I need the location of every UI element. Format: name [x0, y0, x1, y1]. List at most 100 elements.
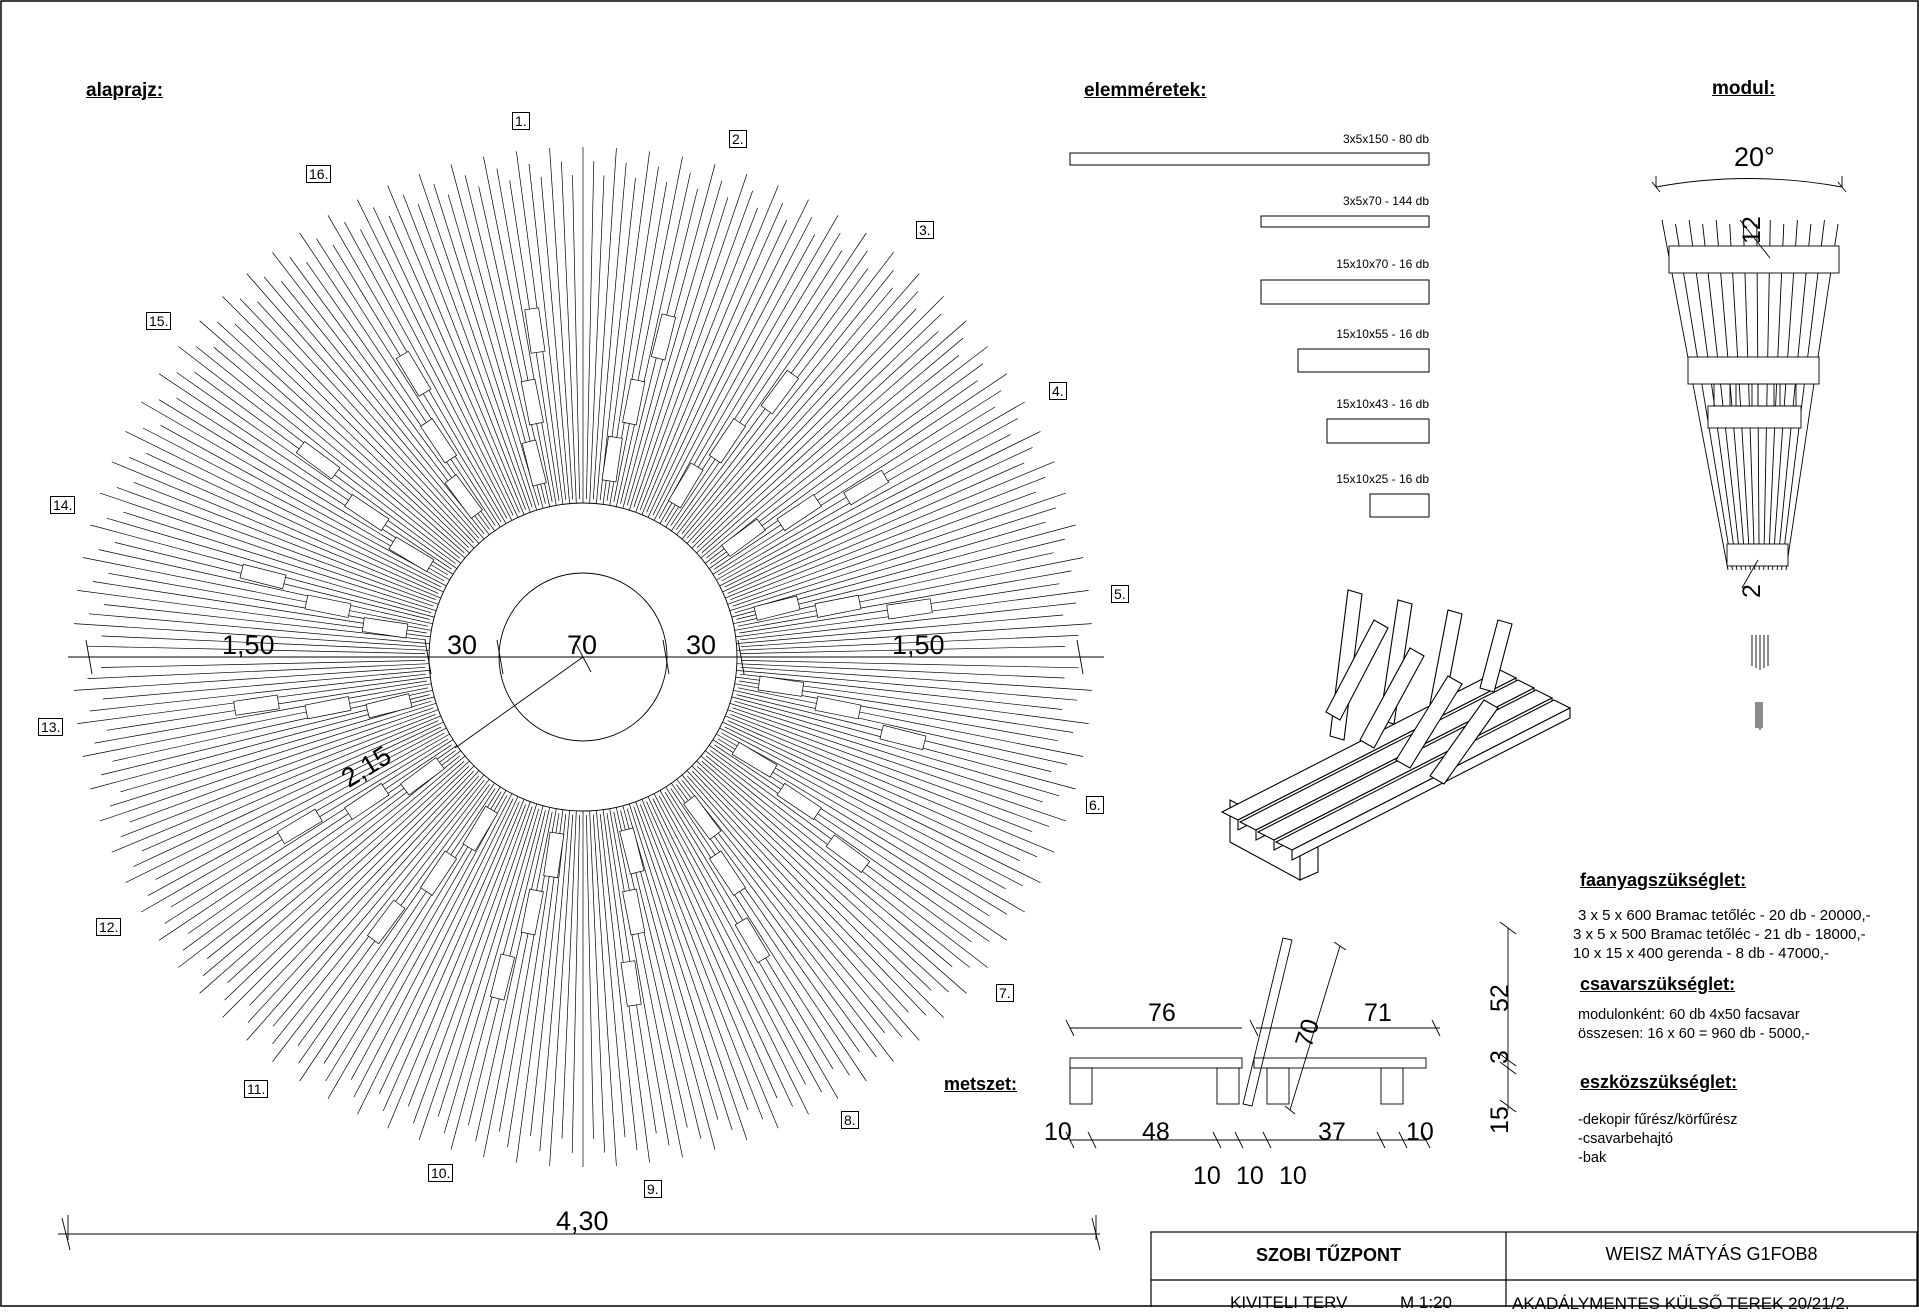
ring-slat [736, 614, 1064, 644]
ring-slat [299, 232, 496, 526]
ring-beam [843, 469, 890, 506]
ring-slat [483, 811, 553, 1158]
ring-slat [246, 775, 480, 1041]
ring-slat [686, 770, 909, 1013]
ring-slat [647, 220, 788, 518]
ring-slat [691, 296, 944, 549]
ring-slat [413, 801, 531, 1124]
ring-slat [129, 709, 439, 823]
ring-slat [373, 207, 519, 518]
ring-slat [708, 745, 990, 942]
ring-slat [433, 183, 538, 511]
ring-slat [740, 660, 1079, 669]
ring-slat [418, 173, 533, 508]
section-dim-top-right: 71 [1364, 999, 1392, 1027]
ring-beam [620, 960, 642, 1007]
ring-slat [592, 148, 617, 500]
ring-slat [74, 666, 426, 691]
ring-slat [101, 660, 426, 668]
module-number-label: 7. [996, 984, 1014, 1002]
ring-slat [701, 760, 967, 994]
ring-slat [111, 715, 441, 853]
ring-beam [304, 594, 352, 618]
section-dim-b3: 37 [1318, 1118, 1346, 1146]
ring-slat [653, 793, 806, 1085]
ring-slat [724, 726, 1041, 883]
module-heading: modul: [1712, 78, 1776, 99]
ring-slat [626, 180, 723, 506]
ring-slat [407, 804, 527, 1107]
ring-beam [361, 617, 409, 639]
ring-slat [344, 221, 508, 519]
ring-slat [586, 161, 595, 500]
ring-slat [727, 491, 1037, 605]
ring-slat [146, 452, 444, 593]
ring-beam [239, 563, 287, 590]
ring-slat [402, 194, 527, 510]
ring-slat [102, 670, 430, 700]
module-slat [1763, 219, 1771, 571]
tools-line-1: -dekopir fűrész/körfűrész [1578, 1112, 1738, 1128]
section-dim-v3: 15 [1486, 1106, 1514, 1134]
ring-slat [712, 390, 1002, 575]
ring-slat [142, 427, 447, 587]
ring-slat [725, 461, 1055, 599]
ring-beam [757, 675, 805, 697]
ring-beam [521, 439, 547, 487]
ring-slat [665, 786, 850, 1076]
module-number-label: 13. [38, 718, 64, 736]
ring-slat [589, 175, 605, 504]
ring-slat [646, 801, 778, 1099]
ring-beam [344, 782, 390, 820]
ring-beam [420, 850, 458, 896]
ring-slat [82, 687, 429, 757]
element-bar-1 [1069, 152, 1430, 166]
ring-slat [141, 720, 439, 852]
ring-slat [671, 250, 868, 532]
ring-beam [619, 827, 645, 875]
ring-slat [647, 796, 793, 1107]
ring-slat [158, 373, 452, 570]
module-slat [1776, 223, 1812, 571]
ring-slat [658, 795, 822, 1093]
ring-slat [176, 372, 458, 569]
ring-slat [528, 163, 567, 500]
ring-slat [496, 168, 557, 506]
ring-slat [732, 492, 1067, 607]
ring-slat [357, 199, 514, 516]
ring-slat [222, 765, 475, 1018]
ring-slat [281, 280, 485, 535]
ring-slat [387, 799, 525, 1129]
ring-beam [366, 899, 406, 945]
element-bar-3 [1260, 279, 1430, 305]
ring-slat [740, 623, 1092, 648]
ring-slat [686, 291, 919, 544]
ring-slat [246, 273, 480, 539]
ring-slat [701, 320, 967, 554]
ring-slat [696, 760, 949, 993]
ring-slat [705, 755, 971, 968]
section-dim-b2: 48 [1142, 1118, 1170, 1146]
ring-slat [540, 176, 570, 504]
ring-slat [160, 424, 445, 582]
ring-beam [524, 307, 546, 354]
plan-dim-left-band: 1,50 [222, 630, 275, 660]
ring-slat [272, 779, 485, 1045]
ring-beam [304, 696, 352, 720]
ring-slat [234, 323, 470, 548]
ring-beam [708, 418, 746, 464]
ring-slat [249, 770, 474, 1006]
module-number-label: 8. [841, 1111, 859, 1129]
ring-slat [681, 774, 903, 1038]
ring-slat [691, 765, 944, 1018]
ring-slat [586, 814, 594, 1139]
ring-slat [681, 269, 894, 535]
ring-slat [357, 798, 514, 1115]
ring-slat [722, 721, 1020, 862]
ring-slat [736, 670, 1078, 701]
plan-dim-overall: 4,30 [556, 1206, 609, 1236]
ring-slat [447, 194, 540, 506]
ring-beam [776, 494, 822, 532]
ring-beam [276, 808, 323, 845]
ring-beam [760, 369, 800, 415]
